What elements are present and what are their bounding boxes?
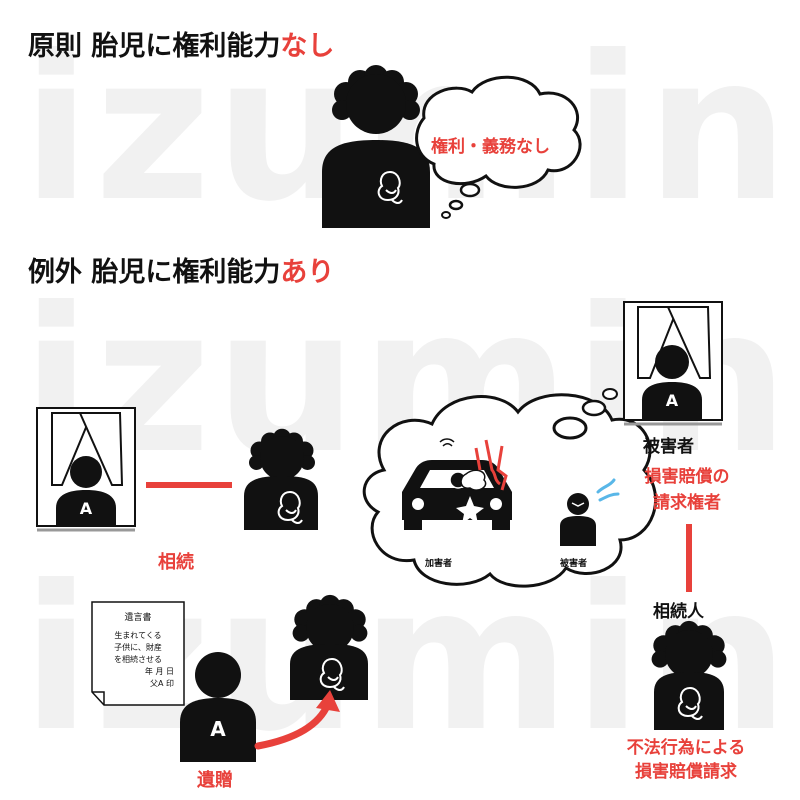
principle-bubble-text: 権利・義務なし [431, 137, 550, 157]
exception-text: 胎児に権利能力 [91, 257, 281, 288]
impact-lines [474, 439, 508, 491]
claim-label: 不法行為による 損害賠償請求 [604, 736, 768, 784]
portrait-left-letter: A [80, 499, 93, 518]
heir-baby [651, 620, 727, 730]
car-icon [402, 438, 512, 530]
portrait-frame-right [623, 301, 723, 426]
exception-emphasis: あり [280, 257, 335, 288]
portrait-right-letter: A [666, 391, 679, 410]
will-document [91, 601, 185, 706]
exception-heading: 例外 胎児に権利能力あり [28, 250, 334, 289]
principle-baby [322, 65, 430, 228]
claimant-line: 損害賠償の [644, 467, 730, 487]
portrait-frame-left [36, 407, 136, 532]
victim-figure-small [560, 478, 620, 546]
bequest-baby [290, 594, 368, 700]
perpetrator-label: 加害者 [425, 559, 453, 569]
victim-small-label: 被害者 [560, 559, 588, 569]
claimant-line: 請求権者 [653, 493, 721, 513]
principle-text: 胎児に権利能力 [91, 31, 281, 62]
inheritance-baby [244, 428, 318, 530]
principle-label: 原則 [28, 31, 82, 62]
person-a-letter: A [210, 717, 226, 741]
will-line: 父A 印 [149, 679, 174, 688]
claimant-label: 損害賠償の 請求権者 [612, 464, 762, 516]
bequest-arrow [254, 700, 332, 750]
claim-line: 不法行為による [626, 738, 746, 758]
person-a [180, 652, 256, 762]
victim-label: 被害者 [643, 437, 694, 457]
exception-label: 例外 [28, 257, 82, 288]
bequest-arrowhead [316, 690, 340, 712]
will-line: 生まれてくる [114, 631, 162, 640]
claim-line: 損害賠償請求 [635, 762, 737, 782]
will-line: 年 月 日 [144, 667, 174, 676]
inheritance-label: 相続 [158, 552, 194, 573]
thought-bubble-principle [415, 75, 582, 219]
will-text: 遺言書 生まれてくる 子供に、財産 を相続させる 年 月 日 父A 印 [96, 608, 180, 690]
will-line: を相続させる [114, 655, 162, 664]
will-line: 子供に、財産 [114, 643, 162, 652]
will-title: 遺言書 [124, 613, 152, 623]
bequest-label: 遺贈 [197, 770, 233, 791]
principle-heading: 原則 胎児に権利能力なし [28, 24, 334, 63]
principle-emphasis: なし [280, 31, 335, 62]
heir-label: 相続人 [653, 602, 704, 622]
